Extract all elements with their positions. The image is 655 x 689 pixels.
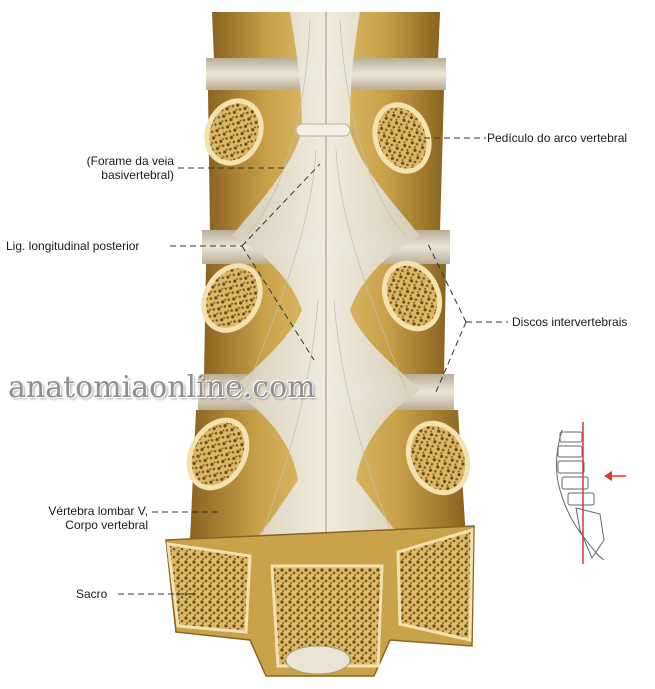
ligament-cut-top	[295, 123, 351, 137]
pedicle-right-3	[405, 420, 471, 496]
pedicle-left-3	[186, 417, 250, 491]
label-pediculo: Pedículo do arco vertebral	[487, 131, 628, 145]
posterior-longitudinal-ligament	[232, 12, 420, 556]
leader-lig-b	[241, 163, 321, 247]
watermark: anatomiaonline.com	[8, 370, 316, 405]
pedicle-right-2	[381, 260, 443, 332]
sacrum-section-left	[166, 542, 252, 634]
label-forame-2: basivertebral)	[101, 168, 174, 182]
label-lig: Lig. longitudinal posterior	[6, 239, 140, 253]
pedicle-left-2	[201, 263, 263, 333]
label-vertebra-1: Vértebra lombar V,	[48, 504, 148, 518]
leader-discos-c	[435, 321, 467, 393]
label-sacro: Sacro	[76, 587, 108, 601]
label-discos: Discos intervertebrais	[512, 315, 628, 329]
red-arrow-icon	[604, 471, 626, 481]
sacrum-section-right	[396, 527, 474, 642]
pedicle-left-1	[204, 98, 264, 166]
leader-lines	[118, 137, 508, 595]
leader-discos-b	[427, 243, 467, 323]
sacrum-section-center	[270, 564, 384, 668]
label-forame-1: (Forame da veia	[86, 154, 174, 168]
sacrum	[165, 525, 475, 677]
leader-lig-c	[241, 245, 315, 361]
spine-orientation-icon	[555, 422, 605, 564]
pedicle-right-1	[372, 102, 432, 174]
pedicle-sections	[186, 98, 471, 496]
label-vertebra-2: Corpo vertebral	[65, 518, 148, 532]
